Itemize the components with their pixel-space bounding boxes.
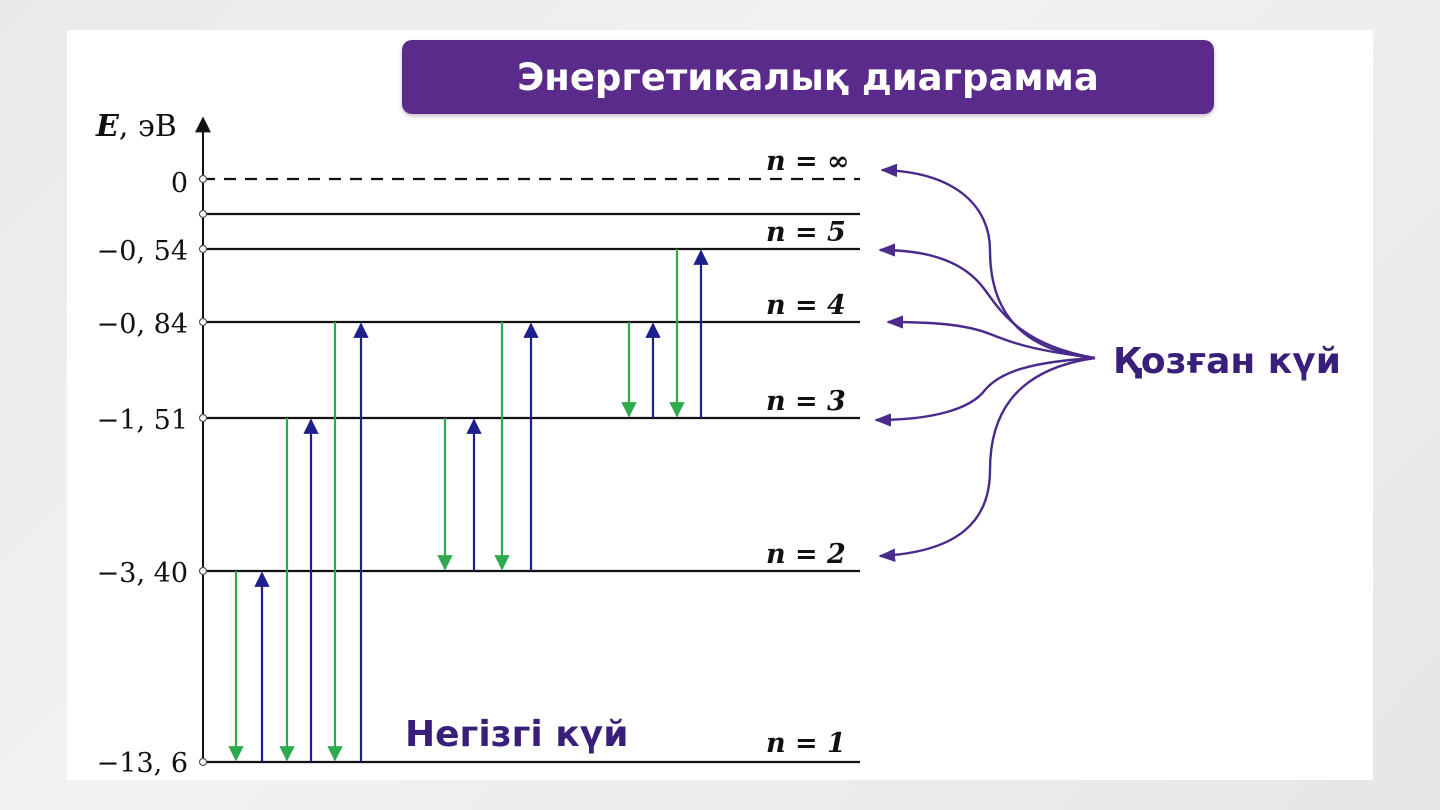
pointer-n-4 [886, 315, 1096, 360]
level-label-n-1: n = 1 [766, 728, 846, 759]
diagram-title: Энергетикалық диаграмма [517, 55, 1099, 99]
excited-state-label: Қозған күй [1113, 341, 1341, 382]
axis-unit: , эВ [119, 109, 177, 144]
axis-symbol: E [95, 109, 120, 144]
level-label-n-5: n = 5 [766, 217, 846, 248]
transition-arrows [228, 249, 709, 762]
slide-background [67, 30, 1373, 780]
pointer-n-5 [878, 243, 1096, 360]
pointer-n-infinity [880, 163, 1096, 360]
ground-state-label: Негізгі күй [405, 714, 628, 755]
level-label-n-3: n = 3 [766, 386, 846, 417]
excited-state-pointers [874, 163, 1096, 562]
tick-label: 0 [171, 168, 188, 199]
tick-label: −0, 54 [97, 236, 188, 267]
title-banner: Энергетикалық диаграмма [402, 40, 1214, 114]
tick-label: −13, 6 [97, 748, 188, 779]
pointer-n-3 [874, 356, 1096, 427]
level-label-n-2: n = 2 [766, 539, 846, 570]
axis-title: E, эВ [95, 109, 177, 144]
level-label-n-infinity: n = ∞ [766, 146, 850, 177]
tick-label: −3, 40 [97, 558, 188, 589]
tick-label: −1, 51 [97, 405, 188, 436]
pointer-n-2 [878, 356, 1096, 562]
level-label-n-4: n = 4 [766, 290, 846, 321]
axis-tick-dots [198, 174, 208, 767]
tick-label: −0, 84 [97, 309, 188, 340]
